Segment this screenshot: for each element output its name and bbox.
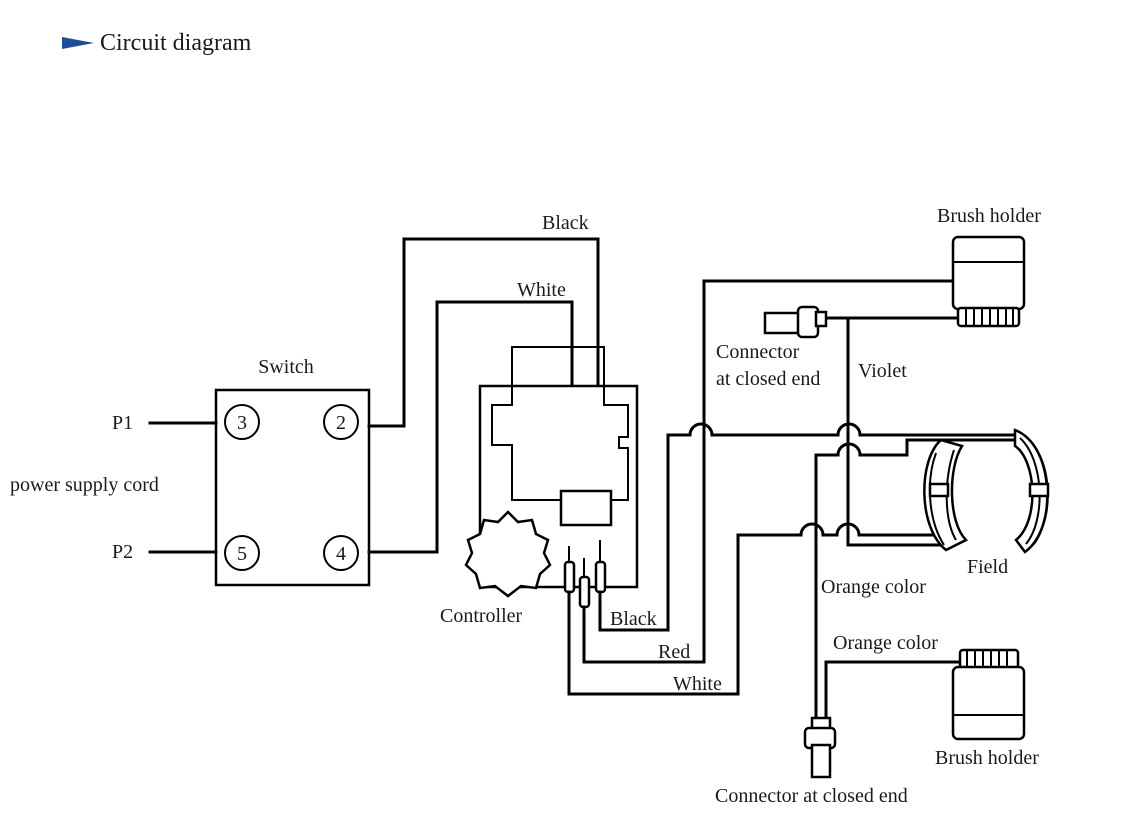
wire-label-orange-1: Orange color [821, 576, 926, 598]
switch-label: Switch [258, 356, 314, 378]
wire-label-red: Red [658, 641, 690, 663]
wire-white-bottom [567, 522, 942, 696]
brush-holder-top [951, 235, 1026, 328]
switch-terminal-5: 5 [237, 543, 247, 565]
connector-bottom [803, 716, 837, 779]
wire-label-black-top: Black [542, 212, 589, 234]
switch-terminal-3: 3 [237, 412, 247, 434]
wire-violet-drop [824, 316, 942, 547]
wire-label-white-bottom: White [673, 673, 722, 695]
controller [464, 346, 639, 609]
p2-label: P2 [112, 541, 133, 563]
connector-top [763, 305, 828, 339]
wire-black-top [367, 237, 600, 494]
field-label: Field [967, 556, 1008, 578]
brush-holder-bottom [951, 648, 1026, 741]
connector-top-label-2: at closed end [716, 368, 820, 390]
p1-label: P1 [112, 412, 133, 434]
wire-label-black-bottom: Black [610, 608, 657, 630]
brush-holder-bottom-label: Brush holder [935, 747, 1039, 769]
power-cord-label: power supply cord [10, 474, 159, 496]
wire-red [582, 279, 988, 664]
switch-terminal-4: 4 [336, 543, 346, 565]
switch-terminal-2: 2 [336, 412, 346, 434]
triangle-pointer-icon [62, 37, 94, 49]
controller-label: Controller [440, 605, 523, 627]
wire-black-bottom [598, 422, 1024, 632]
wire-orange-1 [814, 438, 1024, 724]
field-coil [923, 428, 1050, 554]
wire-white-top [367, 300, 574, 554]
switch: 3 2 5 4 [214, 388, 371, 587]
wire-orange-2 [824, 660, 962, 724]
connector-bottom-label: Connector at closed end [715, 785, 908, 807]
wire-label-white-top: White [517, 279, 566, 301]
page-title: Circuit diagram [100, 30, 252, 56]
wire-label-orange-2: Orange color [833, 632, 938, 654]
connector-top-label-1: Connector [716, 341, 800, 363]
brush-holder-top-label: Brush holder [937, 205, 1041, 227]
wire-label-violet: Violet [858, 360, 907, 382]
